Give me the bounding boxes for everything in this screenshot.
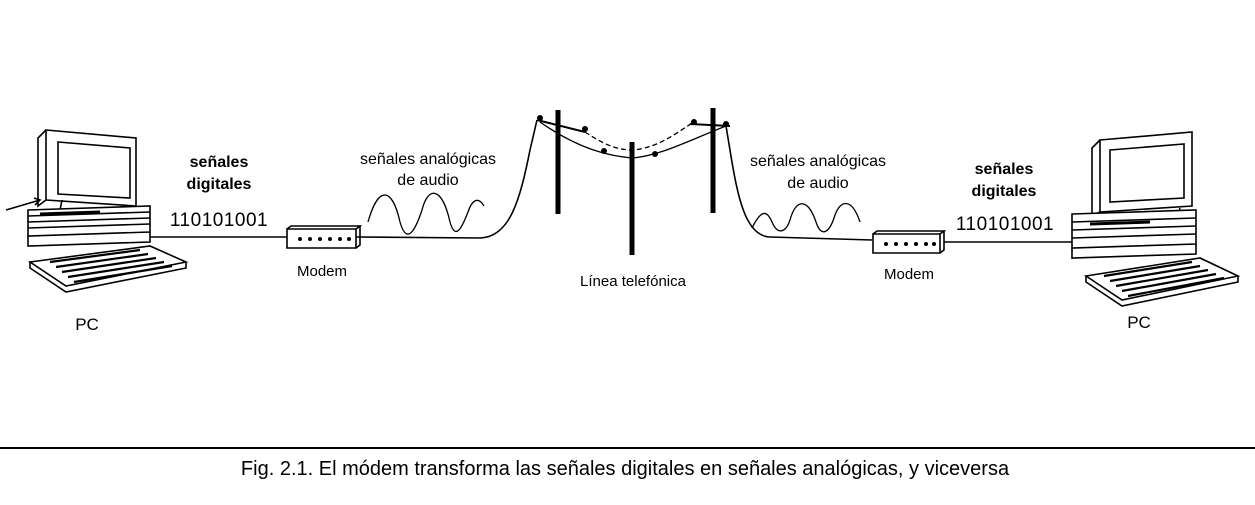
- right-modem-icon: [872, 230, 947, 254]
- left-analog-line: [355, 119, 538, 239]
- left-analog-signal-label-line2: de audio: [397, 172, 459, 189]
- left-pc-icon: [5, 129, 189, 293]
- right-pc-icon: [1071, 131, 1241, 307]
- caption-divider: [0, 447, 1255, 449]
- left-analog-wave: [367, 192, 485, 235]
- left-modem-icon: [286, 225, 363, 249]
- right-analog-signal-label-line1: señales analógicas: [749, 153, 887, 170]
- telephone-line-icon: [536, 108, 731, 255]
- left-bits-label: 110101001: [169, 210, 269, 231]
- phone-line-label: Línea telefónica: [580, 273, 686, 290]
- right-analog-signal-label-line2: de audio: [787, 175, 849, 192]
- right-analog-line: [725, 125, 873, 241]
- right-analog-wave: [751, 202, 861, 233]
- left-pc-label: PC: [75, 315, 99, 334]
- right-digital-signal-label-line2: digitales: [971, 183, 1037, 200]
- right-digital-signal-label-line1: señales: [974, 161, 1034, 178]
- left-digital-signal-label-line1: señales: [189, 154, 249, 171]
- left-digital-signal-label-line2: digitales: [186, 176, 252, 193]
- right-pc-label: PC: [1127, 313, 1151, 332]
- left-modem-label: Modem: [296, 263, 348, 280]
- right-modem-label: Modem: [883, 266, 935, 283]
- left-analog-signal-label-line1: señales analógicas: [359, 151, 497, 168]
- figure-caption: Fig. 2.1. El módem transforma las señale…: [240, 458, 1010, 480]
- right-bits-label: 110101001: [955, 214, 1055, 235]
